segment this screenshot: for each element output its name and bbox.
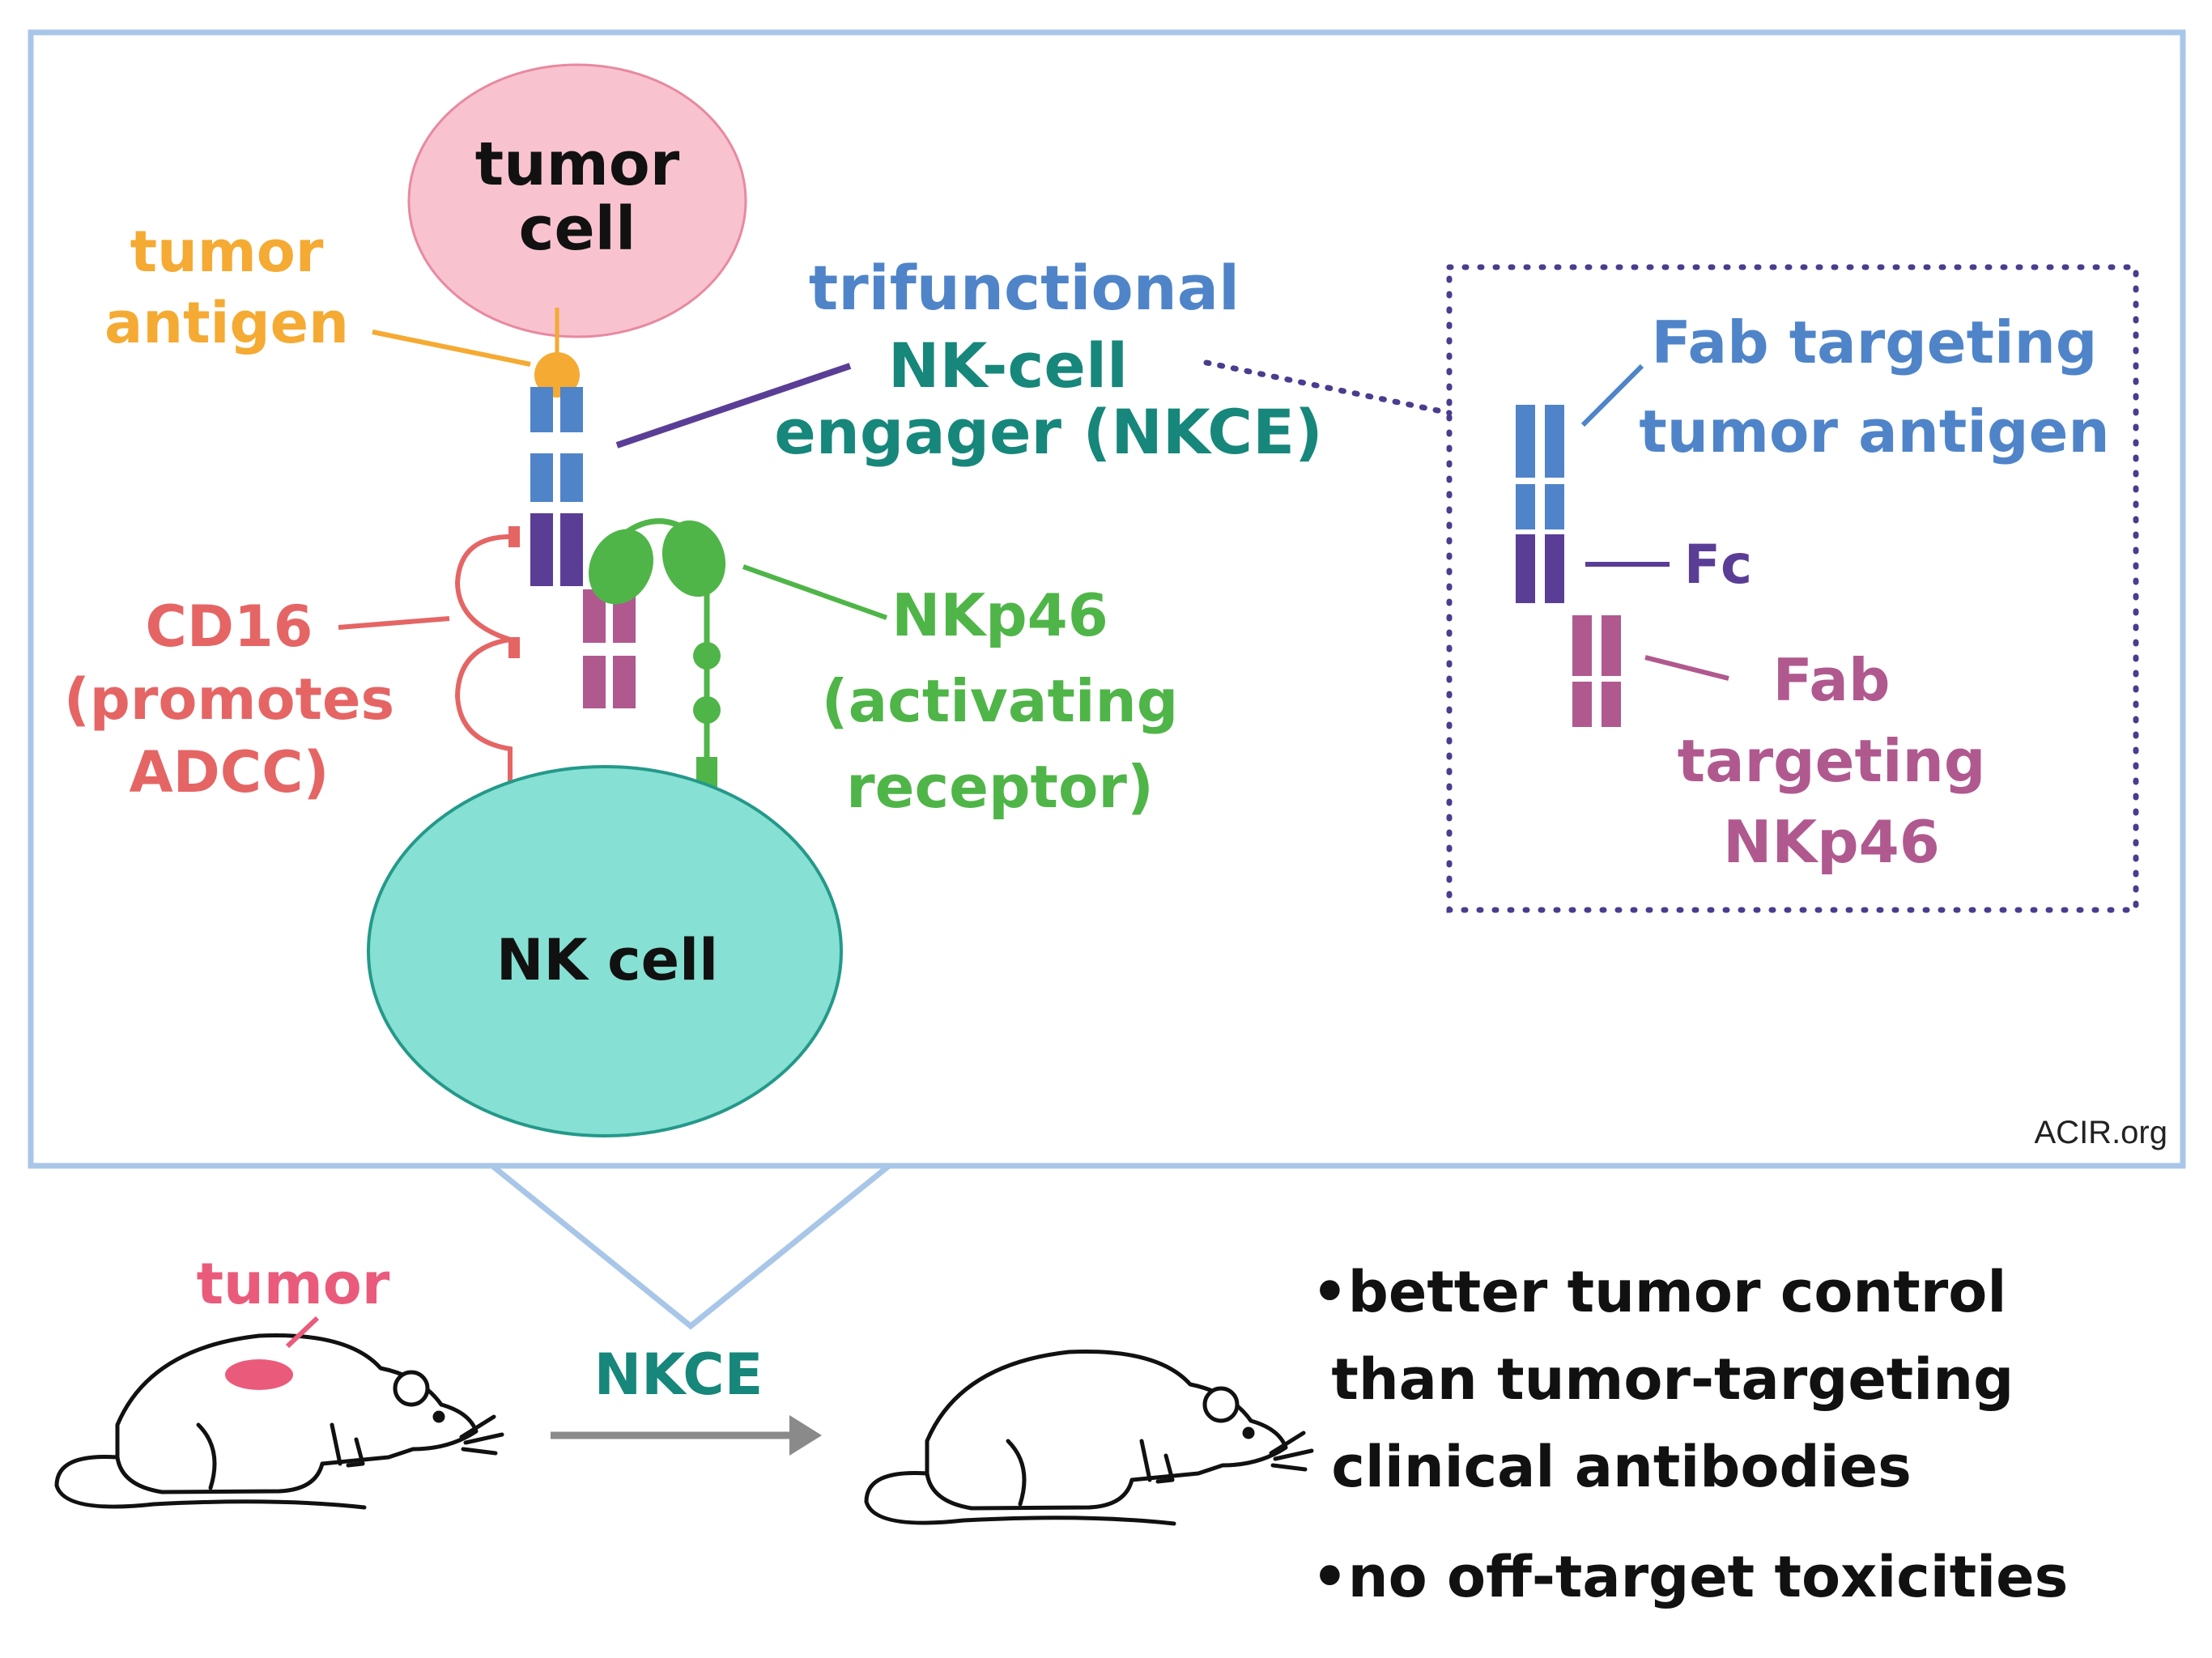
- inset-fab-tumor-leader: [1580, 363, 1644, 427]
- mouse-tumor-icon: [225, 1359, 293, 1390]
- frame-wedge: [490, 1163, 891, 1330]
- inset-box: [1446, 264, 2139, 913]
- untreated-mouse-icon: [54, 1333, 504, 1510]
- nkce-molecule-icon: [530, 387, 636, 708]
- mouse-tumor-leader: [285, 1316, 320, 1349]
- nkce-title-line3: engager (NKCE): [774, 396, 1322, 468]
- nkp46-leader: [742, 564, 888, 620]
- nk-cell: [367, 765, 843, 1137]
- mouse-tumor-label: tumor: [197, 1251, 390, 1317]
- tumor-antigen-icon: [534, 352, 580, 397]
- treated-mouse-icon: [864, 1350, 1314, 1526]
- tumor-cell: [407, 63, 747, 338]
- treatment-label: NKCE: [594, 1341, 764, 1408]
- treatment-arrowhead-icon: [789, 1415, 822, 1456]
- nkce-title-line1: trifunctional: [809, 252, 1240, 324]
- nkce-leader: [615, 363, 852, 449]
- nkce-title-line2: NK-cell: [888, 329, 1128, 402]
- outcome-bullet-1: •better tumor control than tumor-targeti…: [1312, 1259, 2014, 1500]
- diagram-frame: [28, 29, 2186, 1169]
- tumor-antigen-leader: [372, 329, 531, 367]
- outcome-bullet-2: •no off-target toxicities: [1312, 1544, 2068, 1610]
- nkp46-receptor-icon: [589, 518, 726, 858]
- cd16-leader: [338, 616, 450, 630]
- inset-dotted-leader: [1203, 359, 1453, 416]
- nk-cell-label: NK cell: [496, 927, 718, 993]
- inset-nkce-icon: [1516, 405, 1621, 727]
- inset-fc-label: Fc: [1684, 534, 1752, 596]
- inset-fab-nkp46-leader: [1644, 655, 1729, 681]
- acir-credit: ACIR.org: [2035, 1115, 2168, 1150]
